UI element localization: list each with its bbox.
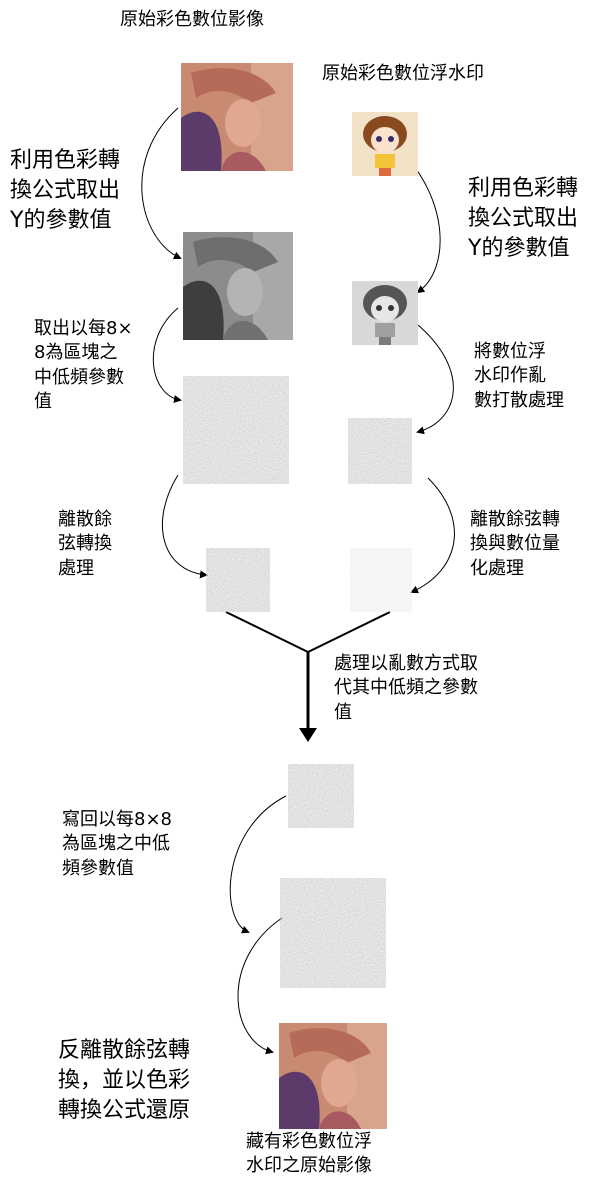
anime-girl-watermark-grayscale-icon <box>352 281 418 345</box>
block-extract-label: 取出以每8× 8為區塊之 中低頻參數 值 <box>34 318 133 413</box>
arrow-left-1 <box>141 107 182 260</box>
anime-girl-watermark-color-icon <box>352 112 418 176</box>
arrow-left-2 <box>152 307 182 403</box>
arrow-right-2 <box>416 324 454 435</box>
lena-color-image <box>181 63 293 171</box>
right-y-extract-label: 利用色彩轉 換公式取出 Y的參數值 <box>468 176 579 261</box>
arrow-bottom-1 <box>229 795 287 934</box>
right-dct-quant-block <box>350 548 412 612</box>
left-midlow-freq-block <box>183 376 289 484</box>
arrow-right-3 <box>410 477 455 594</box>
scramble-label: 將數位浮 水印作亂 數打散處理 <box>474 341 564 411</box>
original-image-label: 原始彩色數位影像 <box>120 9 264 30</box>
arrow-left-3 <box>161 474 208 579</box>
lena-gray-image <box>183 232 293 340</box>
portrait-photo-color-icon <box>279 1023 387 1129</box>
right-scrambled-block <box>348 418 412 484</box>
left-y-extract-label: 利用色彩轉 換公式取出 Y的參數值 <box>10 148 121 233</box>
original-watermark-label: 原始彩色數位浮水印 <box>322 63 484 84</box>
portrait-photo-grayscale-icon <box>183 232 293 340</box>
inverse-label: 反離散餘弦轉 換，並以色彩 轉換公式還原 <box>58 1038 191 1123</box>
writeback-block <box>280 878 386 988</box>
watermark-color-image <box>352 112 418 176</box>
replace-label: 處理以亂數方式取 代其中低頻之參數 值 <box>334 653 478 723</box>
left-dct-block <box>206 548 270 612</box>
arrow-bottom-2 <box>237 917 283 1055</box>
merge-lines <box>225 611 391 654</box>
merged-block <box>288 764 354 828</box>
dct-left-label: 離散餘 弦轉換 處理 <box>58 509 112 579</box>
portrait-photo-color-icon <box>181 63 293 171</box>
lena-watermarked-image <box>279 1023 387 1129</box>
final-label: 藏有彩色數位浮 水印之原始影像 <box>246 1131 372 1177</box>
write-back-label: 寫回以每8×8 為區塊之中低 頻參數值 <box>62 809 172 879</box>
watermark-gray-image <box>352 281 418 345</box>
dct-quant-right-label: 離散餘弦轉 換與數位量 化處理 <box>470 509 560 579</box>
merge-arrowhead <box>299 728 317 742</box>
